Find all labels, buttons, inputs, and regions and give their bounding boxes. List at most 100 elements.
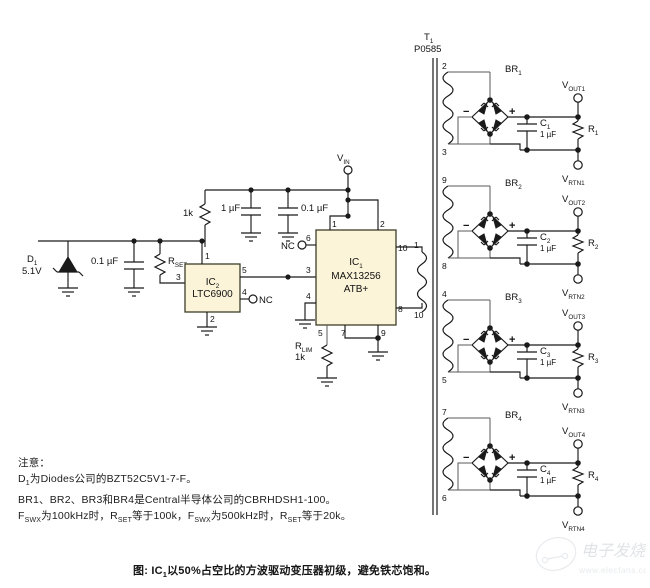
out1-plus-sign: +: [509, 106, 515, 118]
out2-bridge-label: BR2: [505, 178, 522, 191]
out3-tap-top: 4: [442, 289, 447, 299]
out3-res-ref: R3: [588, 352, 599, 365]
primary-pin-10: 10: [414, 310, 424, 320]
ic2-pin5-to-ic1-pin3: [240, 274, 316, 280]
out4-tap-top: 7: [442, 407, 447, 417]
out4-vrtn-label: VRTN4: [562, 520, 585, 533]
out1-tap-bottom: 3: [442, 147, 447, 157]
capacitor-bypass-left: [124, 238, 144, 297]
notes-line-1: D1为Diodes公司的BZT52C5V1-7-F。: [18, 473, 197, 488]
out2-tap-top: 9: [442, 175, 447, 185]
out3-tap-bottom: 5: [442, 375, 447, 385]
rlim-value-label: 1k: [295, 352, 305, 363]
out2-vrtn-label: VRTN2: [562, 288, 585, 301]
ic1-pin-5: 5: [318, 328, 323, 338]
ic2-nc-label: NC: [259, 295, 273, 306]
resistor-rset: [153, 238, 185, 284]
ic1-pin-8: 8: [398, 304, 403, 314]
ic1-pin-3: 3: [306, 265, 311, 275]
zener-ref-label: D1: [27, 254, 38, 267]
cap-100nf-label: 0.1 µF: [301, 203, 328, 214]
out4-tap-bottom: 6: [442, 493, 447, 503]
ic1-pin7-pin9-ground: [344, 325, 388, 361]
primary-pin-1: 1: [414, 240, 419, 250]
ic1-pin6-nc: [297, 240, 316, 250]
out2-res-ref: R2: [588, 238, 599, 251]
vin-rail: [205, 165, 353, 219]
ic1-part-line2-label: ATB+: [344, 284, 369, 295]
ic1-pin-6: 6: [306, 233, 311, 243]
ic1-pin5-rlim: [317, 325, 337, 387]
out2-cap-ref: C2: [540, 232, 551, 245]
zener-diode-d1: [52, 241, 84, 297]
ic2-pin-1: 1: [205, 251, 210, 261]
ic2-pin4-nc: [240, 294, 258, 304]
ic2-pin1-net: [199, 238, 205, 264]
ic1-part-label: MAX13256: [331, 271, 381, 282]
ic1-primary-connections: [396, 246, 423, 309]
ic1-pin4-ground: [295, 302, 316, 329]
out1-cap-value: 1 µF: [540, 130, 556, 139]
ic2-ltc6900[interactable]: [184, 263, 241, 313]
left-supply-rail: [38, 240, 203, 248]
ic2-pin-4: 4: [242, 287, 247, 297]
out4-bridge-label: BR4: [505, 410, 522, 423]
vin-terminal-label: VIN: [337, 153, 350, 166]
out3-bridge-label: BR3: [505, 292, 522, 305]
notes-line-3: FSWX为100kHz时，RSET等于100k，FSWX为500kHz时，RSE…: [18, 510, 352, 525]
ic1-max13256[interactable]: [315, 229, 397, 326]
out2-cap-value: 1 µF: [540, 244, 556, 253]
figure-caption: 图: IC1以50%占空比的方波驱动变压器初级，避免铁芯饱和。: [133, 562, 436, 579]
ic1-pin-7: 7: [341, 328, 346, 338]
notes-block: 注意： D1为Diodes公司的BZT52C5V1-7-F。 BR1、BR2、B…: [18, 455, 351, 529]
resistor-1k-label: 1k: [183, 208, 193, 219]
ic2-pin-3: 3: [176, 272, 181, 282]
notes-heading: 注意：: [18, 457, 51, 469]
ic1-ref-label: IC1: [349, 257, 363, 270]
out3-minus-sign: −: [463, 334, 469, 346]
ic1-nc-label: NC: [281, 241, 295, 252]
caption-prefix: 图: IC: [133, 565, 163, 577]
out4-plus-sign: +: [509, 452, 515, 464]
out1-vrtn-label: VRTN1: [562, 174, 585, 187]
out1-res-ref: R1: [588, 124, 599, 137]
out2-plus-sign: +: [509, 220, 515, 232]
cap-1uf-label: 1 µF: [221, 203, 240, 214]
cap-bypass-left-label: 0.1 µF: [91, 256, 118, 267]
out4-vout-label: VOUT4: [562, 426, 586, 439]
out4-cap-value: 1 µF: [540, 476, 556, 485]
ic1-pin-9: 9: [381, 328, 386, 338]
ic1-pin-4: 4: [306, 291, 311, 301]
ic2-pin-5: 5: [242, 265, 247, 275]
ic1-pin-2: 2: [380, 219, 385, 229]
out3-vout-label: VOUT3: [562, 308, 586, 321]
output-section-2: [442, 185, 585, 284]
capacitor-input-1uf: [241, 187, 261, 242]
caption-rest: 以50%占空比的方波驱动变压器初级，避免铁芯饱和。: [167, 565, 437, 577]
out2-vout-label: VOUT2: [562, 194, 586, 207]
out3-cap-value: 1 µF: [540, 358, 556, 367]
rset-label: RSET: [168, 256, 187, 269]
rlim-ref-label: RLIM: [295, 341, 312, 354]
out4-cap-ref: C4: [540, 464, 551, 477]
out1-minus-sign: −: [463, 106, 469, 118]
ic1-pin-1: 1: [332, 219, 337, 229]
ic2-pin2-ground: [197, 312, 217, 336]
out2-tap-bottom: 8: [442, 261, 447, 271]
resistor-1k-bias: [198, 190, 212, 247]
out4-minus-sign: −: [463, 452, 469, 464]
ic2-part-label: LTC6900: [192, 289, 233, 300]
out3-vrtn-label: VRTN3: [562, 402, 585, 415]
transformer-ref-label: T1: [424, 32, 434, 45]
ic2-pin-2: 2: [210, 314, 215, 324]
caption-subscript: 1: [162, 570, 168, 580]
out1-vout-label: VOUT1: [562, 80, 586, 93]
out1-cap-ref: C1: [540, 118, 551, 131]
out3-cap-ref: C3: [540, 346, 551, 359]
capacitor-input-100nf: [278, 187, 298, 242]
transformer-core: [432, 58, 438, 515]
output-section-4: [442, 417, 585, 516]
ic1-pin-10: 10: [398, 243, 408, 253]
